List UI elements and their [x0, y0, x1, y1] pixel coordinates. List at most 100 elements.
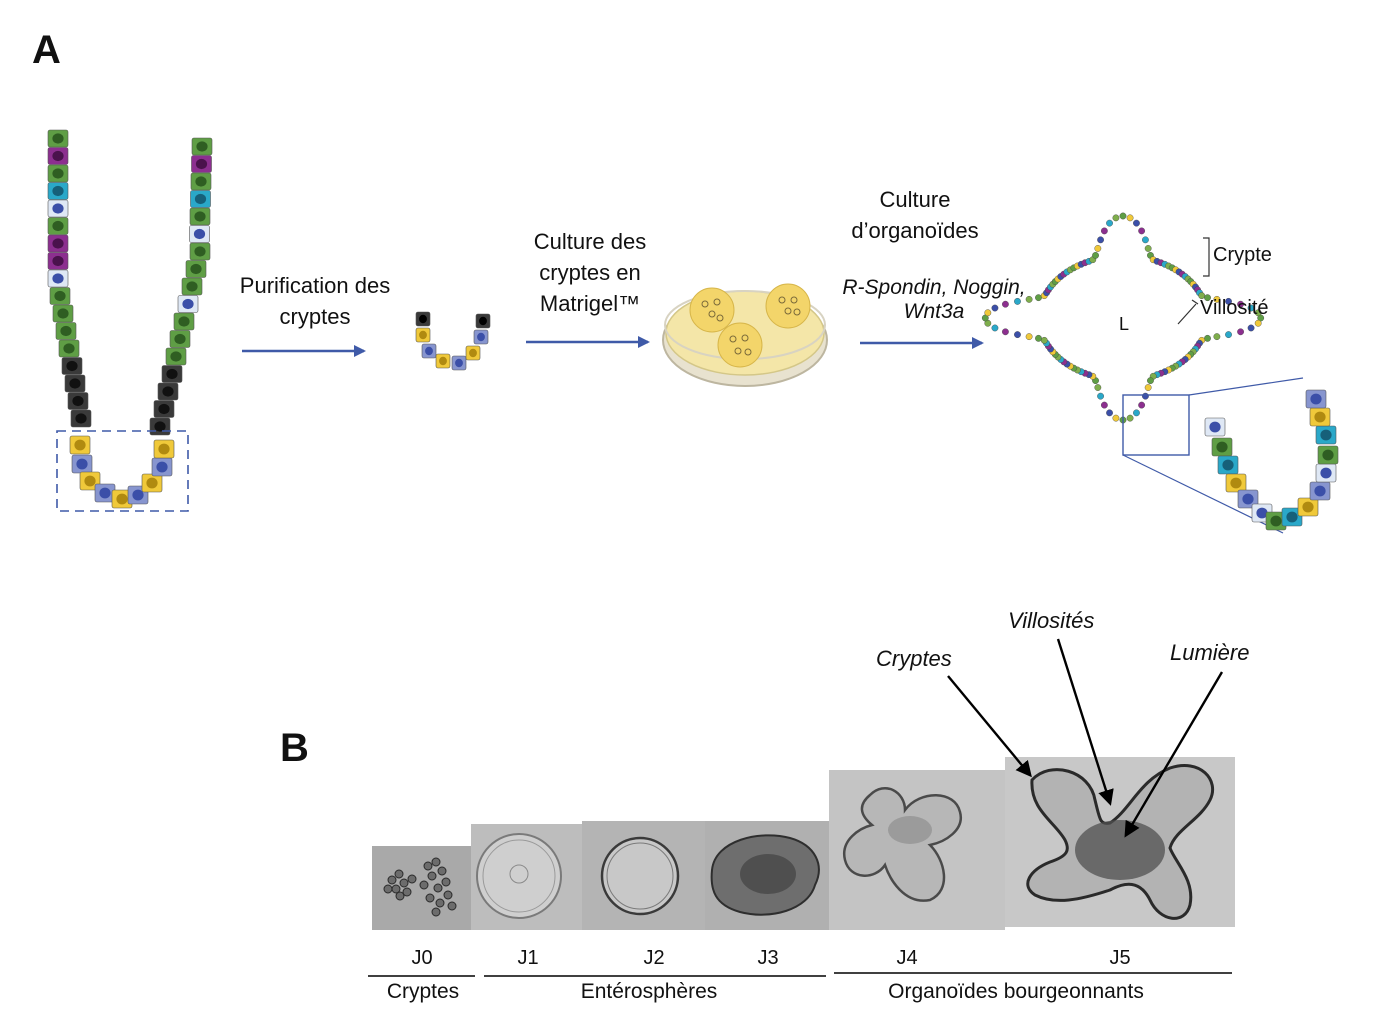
matrigel-drop — [765, 283, 811, 329]
zoomed-crypt-cell — [1204, 417, 1226, 437]
organoid-cell — [1138, 401, 1146, 409]
epithelial-cell — [47, 217, 69, 235]
epithelial-cell — [47, 234, 69, 253]
organoid-cell — [1204, 294, 1211, 302]
organoid-cell — [1100, 401, 1108, 409]
organoid-cell — [1097, 236, 1104, 244]
epithelial-cell — [157, 382, 179, 401]
step-culture-label: Culture des cryptes en Matrigel™ — [510, 226, 670, 319]
epithelial-cell — [64, 374, 86, 393]
organoid-cell — [1225, 297, 1232, 305]
organoid-cell — [1035, 334, 1042, 342]
crypt-base-cell — [94, 483, 116, 503]
micrograph-strip — [368, 638, 1235, 977]
crypt-cell — [435, 353, 451, 369]
step-purification-line: Purification des — [239, 273, 391, 298]
organoid-cell — [1254, 309, 1262, 317]
matrigel-drop — [689, 287, 735, 333]
arrow-cryptes — [947, 675, 1032, 778]
growth-factors-line: Wnt3a — [903, 300, 965, 323]
epithelial-cell — [70, 409, 92, 428]
zoomed-crypt-cell — [1211, 437, 1233, 457]
organoid-cell — [991, 324, 999, 332]
petri-dish — [662, 283, 828, 387]
zoomed-crypt-cell — [1217, 455, 1239, 475]
crypt-label: Crypte — [1213, 244, 1272, 266]
organoid-cell — [1133, 219, 1140, 227]
day-label-j4: J4 — [896, 947, 918, 969]
step-culture-line: Culture des — [533, 229, 647, 254]
crypt-base-cell — [141, 473, 163, 493]
epithelial-cell — [67, 392, 89, 410]
epithelial-cell — [47, 129, 69, 148]
epithelial-cell — [177, 295, 199, 313]
organoid-cell — [1247, 324, 1255, 332]
organoid-cell — [1002, 300, 1009, 308]
villus-label: Villosité — [1200, 297, 1269, 319]
zoomed-crypt-cell — [1237, 489, 1259, 509]
organoid-cell — [1126, 414, 1134, 422]
epithelial-cell — [47, 199, 69, 218]
organoid-cell — [984, 309, 992, 317]
organoid-cell — [1213, 295, 1221, 303]
epithelial-cell — [165, 347, 187, 366]
organoid-cell — [1100, 227, 1108, 235]
crypt-base-cell — [151, 457, 173, 477]
epithelial-cell — [191, 137, 213, 156]
zoomed-crypt-cell — [1315, 463, 1337, 483]
organoid-cell — [1112, 414, 1120, 422]
epithelial-cell — [185, 260, 207, 278]
organoid-cell — [1014, 331, 1021, 339]
arrow-lumiere — [1124, 671, 1224, 838]
step-purification-line: cryptes — [279, 304, 351, 329]
crypt-base-cell — [153, 439, 175, 459]
organoid-cell — [1002, 328, 1009, 336]
crypt-base-cell — [127, 485, 149, 505]
step-culture-line: Matrigel™ — [539, 291, 641, 316]
organoid-cell — [1112, 214, 1120, 222]
crypt-cell — [475, 313, 491, 329]
epithelial-cell — [58, 339, 80, 358]
organoid-cell — [1040, 336, 1048, 344]
lumen-label: L — [1119, 314, 1130, 334]
zoomed-crypt-cell — [1225, 473, 1247, 493]
epithelial-cell — [52, 304, 74, 323]
organoid-cell — [1014, 297, 1021, 305]
organoid-cell — [1106, 219, 1113, 227]
organoid-cell — [1237, 300, 1244, 308]
stage-label-organoides: Organoïdes bourgeonnants — [888, 980, 1144, 1003]
organoid-cell — [1142, 392, 1149, 400]
organoid-cell — [1025, 295, 1033, 303]
epithelial-cell — [161, 365, 183, 383]
crypt-cell — [421, 343, 437, 359]
step-organoid-line: Culture — [879, 187, 951, 212]
crypt-base-cell — [69, 435, 91, 455]
crypt-cell — [465, 345, 481, 361]
organoid-cell — [1097, 392, 1104, 400]
organoid-cell — [1094, 245, 1102, 252]
organoid-cell — [1147, 377, 1154, 384]
organoid-cell — [1247, 304, 1255, 312]
matrigel-drop — [717, 322, 763, 368]
stage-label-cryptes: Cryptes — [386, 980, 460, 1003]
organoid-schematic — [981, 212, 1265, 424]
stage-label-enterospheres: Entérosphères — [580, 980, 718, 1003]
crypt-villus-unit — [47, 129, 213, 509]
epithelial-cell — [47, 182, 69, 200]
crypt-cell — [415, 327, 431, 343]
epithelial-cell — [47, 147, 69, 165]
organoid-zoom-box — [1122, 394, 1190, 456]
zoomed-crypt-cell — [1309, 481, 1331, 501]
panel-label-a: A — [32, 28, 61, 72]
growth-factors-label: R-Spondin, Noggin, Wnt3a — [820, 276, 1048, 324]
organoid-cell — [1254, 319, 1262, 327]
day-label-j0: J0 — [411, 947, 433, 969]
organoid-cell — [1025, 333, 1033, 341]
crypt-bracket — [1203, 237, 1210, 277]
organoid-cell — [1237, 328, 1244, 336]
organoid-cell — [1133, 409, 1140, 417]
epithelial-cell — [190, 190, 211, 208]
day-label-j2: J2 — [643, 947, 665, 969]
zoomed-crypt — [1204, 389, 1339, 531]
